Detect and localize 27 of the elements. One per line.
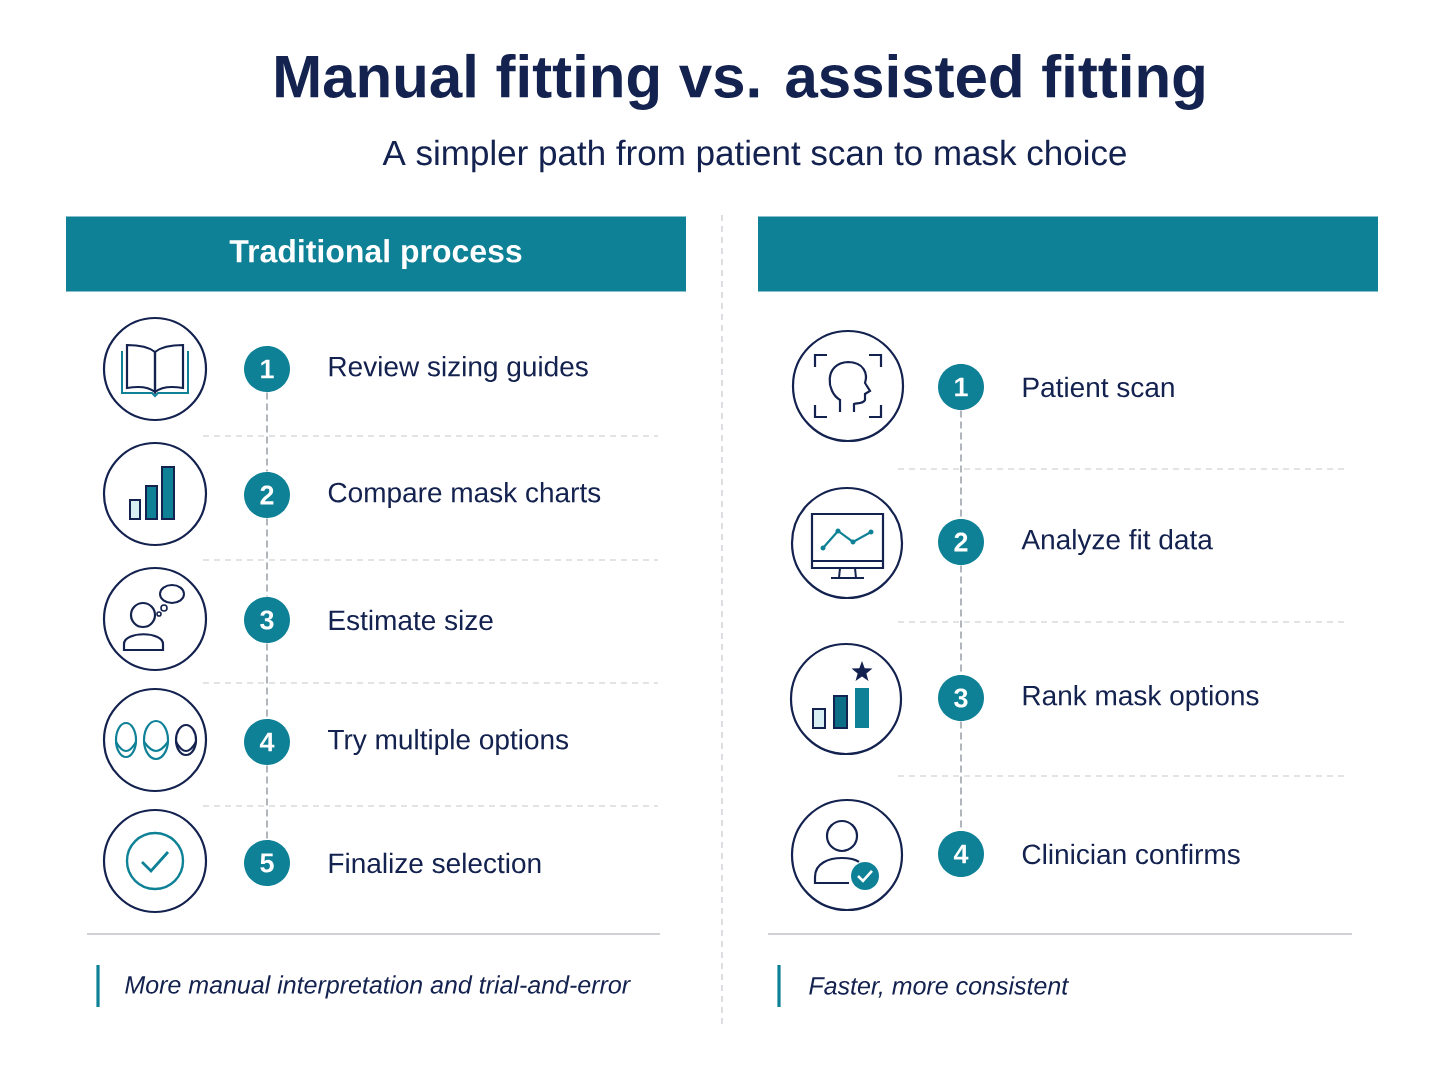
step-label: Patient scan [1023, 376, 1174, 398]
step-number: 4 [938, 831, 984, 877]
footer-note: More manual interpretation and trial-and-error [125, 975, 631, 999]
subtitle: A simpler path from patient scan to mask choice [382, 139, 1126, 173]
header-band [758, 216, 1378, 292]
step-number: 4 [244, 719, 290, 765]
header-band: Traditional process [66, 216, 686, 292]
step-label: Finalize selection [329, 852, 541, 874]
step-number: 5 [244, 840, 290, 886]
step-label: Compare mask charts [328, 481, 601, 509]
step-label: Try multiple options [328, 728, 569, 756]
connector-line [266, 764, 268, 841]
footer-note: Faster, more consistent [809, 976, 1070, 998]
step-number: 1 [938, 364, 984, 410]
step-label: Clinician confirms [1022, 843, 1240, 865]
step-number: 2 [244, 472, 290, 518]
step-number: 1 [244, 346, 290, 392]
step-number: 3 [244, 597, 290, 643]
step-label: Analyze fit data [1021, 528, 1213, 556]
step-number: 2 [938, 519, 984, 565]
step-label: Estimate size [329, 609, 493, 631]
title: Manual fitting vs. assisted fitting [276, 53, 1204, 111]
connector-line [266, 517, 268, 598]
connector-line [266, 391, 268, 473]
step-label: Review sizing guides [329, 355, 588, 383]
step-number: 3 [938, 675, 984, 721]
step-label: Rank mask options [1023, 684, 1259, 712]
